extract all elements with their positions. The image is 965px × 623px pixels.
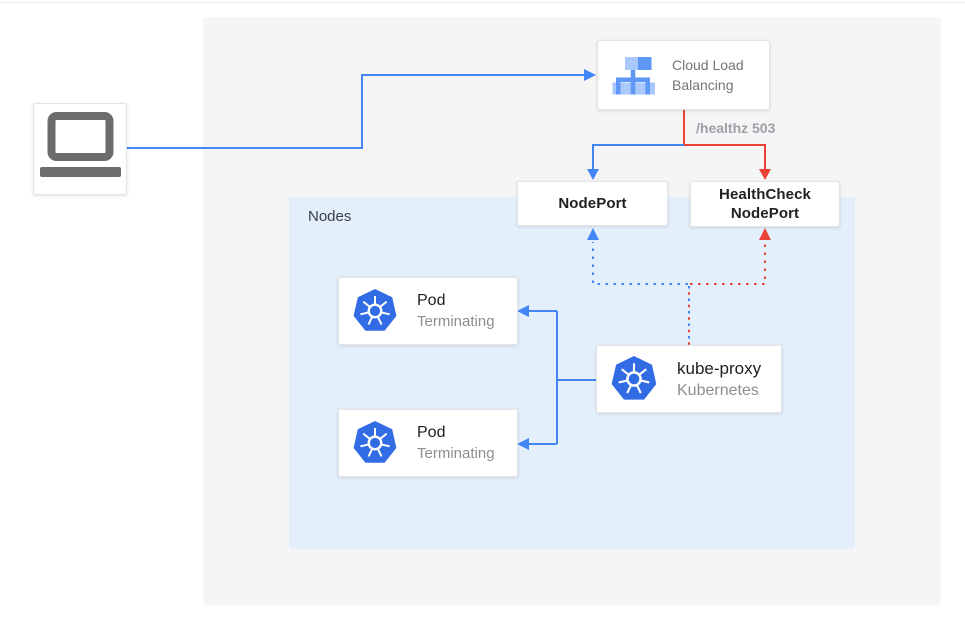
pod-2-title: Pod (417, 424, 446, 441)
client-node (33, 103, 127, 195)
arrowhead-into-lb (584, 69, 596, 81)
arrowhead-dotted-into-nodeport (587, 228, 599, 240)
nodes-group-label: Nodes (308, 208, 352, 225)
pod-2-status: Terminating (417, 445, 495, 462)
arrowhead-into-pod-2 (517, 438, 529, 450)
pod-node-1: Pod Terminating (338, 277, 518, 345)
nodeport-label: NodePort (558, 195, 627, 212)
healthcheck-nodeport-label-line2: NodePort (730, 205, 800, 222)
arrowhead-into-pod-1 (517, 305, 529, 317)
healthcheck-nodeport-label: HealthCheck NodePort (719, 185, 811, 223)
pod-1-text: Pod Terminating (417, 290, 495, 332)
kubernetes-icon (611, 356, 657, 400)
kube-proxy-node: kube-proxy Kubernetes (596, 345, 782, 413)
edge-lb-to-nodeport (592, 144, 684, 170)
laptop-icon (39, 112, 121, 177)
page-top-divider (0, 2, 965, 3)
kube-proxy-subtitle: Kubernetes (677, 382, 759, 399)
kube-proxy-title: kube-proxy (677, 359, 762, 378)
pod-1-status: Terminating (417, 313, 495, 330)
arrowhead-into-healthcheck-nodeport (759, 169, 771, 180)
arrowhead-dotted-into-healthcheck-nodeport (759, 228, 771, 240)
edge-kubeproxy-to-healthcheck-nodeport (690, 242, 766, 285)
kubernetes-icon (353, 289, 397, 331)
edge-kubeproxy-to-nodeport (592, 242, 688, 285)
cloud-load-balancing-label-line1: Cloud Load (672, 57, 744, 73)
edge-client-to-lb (127, 74, 585, 149)
kubernetes-icon (353, 421, 397, 463)
pod-node-2: Pod Terminating (338, 409, 518, 477)
pod-1-title: Pod (417, 292, 446, 309)
kube-proxy-text: kube-proxy Kubernetes (677, 357, 761, 401)
edge-lb-to-healthcheck-nodeport (683, 110, 766, 170)
healthcheck-nodeport-node: HealthCheck NodePort (690, 181, 840, 227)
healthcheck-nodeport-label-line1: HealthCheck (719, 186, 811, 203)
arrowhead-into-nodeport (587, 169, 599, 180)
cloud-load-balancing-node: Cloud Load Balancing (597, 40, 770, 110)
cloud-load-balancing-label-line2: Balancing (672, 77, 734, 93)
healthz-503-label: /healthz 503 (696, 120, 776, 136)
pod-2-text: Pod Terminating (417, 422, 495, 464)
cloud-load-balancing-label: Cloud Load Balancing (672, 55, 744, 95)
nodeport-node: NodePort (517, 181, 668, 226)
cloud-load-balancing-icon (612, 57, 655, 95)
